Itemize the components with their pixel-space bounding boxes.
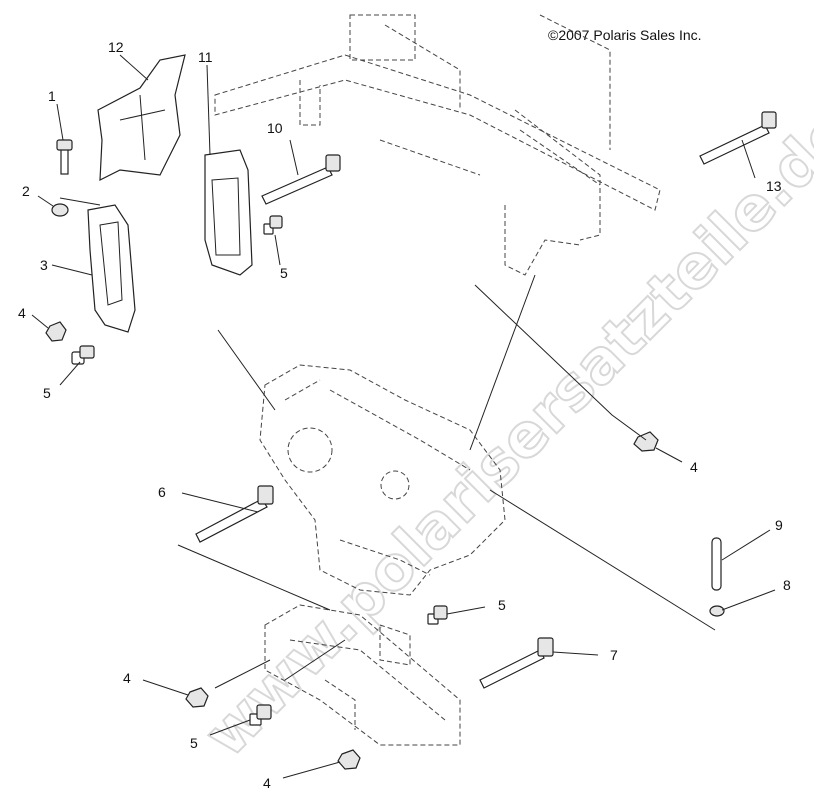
long-bolt-7-part [479,637,554,689]
copyright-text: ©2007 Polaris Sales Inc. [548,27,702,43]
pin-9-part [711,537,722,591]
nut-2-part [51,203,69,217]
callout-5-upper-left: 5 [43,385,51,401]
frame-assembly [214,14,661,276]
callout-11: 11 [198,49,213,65]
callout-13: 13 [766,178,782,194]
callout-6: 6 [158,484,166,500]
callout-7: 7 [610,647,618,663]
bolt-1-part [56,139,73,175]
callout-3: 3 [40,257,48,273]
flange-bolt-5-lower-part [427,605,448,625]
callout-4-bottom: 4 [263,775,271,791]
callout-5-lower-center: 5 [498,597,506,613]
engine-assembly [259,364,506,596]
callout-5-center: 5 [280,265,288,281]
callout-labels: 1 2 3 4 5 4 5 10 11 12 13 6 9 8 5 7 4 5 … [18,39,791,791]
long-bolt-10-part [261,154,341,205]
callout-5-lower-left: 5 [190,735,198,751]
flange-bolt-5-bottom-part [249,704,272,726]
callout-4-upper-left: 4 [18,305,26,321]
long-bolt-6-part [195,485,274,543]
callout-9: 9 [775,517,783,533]
callout-1: 1 [48,88,56,104]
leader-lines [31,54,776,779]
flange-nut-4-right-part [633,431,659,452]
callout-10: 10 [267,120,283,136]
long-bolt-13-part [699,111,777,165]
engine-mount-bracket-3-part [87,204,136,333]
flange-bolt-5-center-part [263,215,283,235]
flange-nut-4-lower-part [185,687,209,708]
callout-12: 12 [108,39,124,55]
engine-mount-bracket-11-part [204,149,253,276]
lower-frame-assembly [264,604,461,746]
flange-bolt-5-part [71,345,95,365]
flange-nut-4-bottom-part [337,749,361,770]
callout-4-lower-left: 4 [123,670,131,686]
flange-nut-4-part [45,321,67,342]
clip-8-part [709,605,725,617]
callout-8: 8 [783,577,791,593]
callout-4-right: 4 [690,459,698,475]
callout-2: 2 [22,183,30,199]
